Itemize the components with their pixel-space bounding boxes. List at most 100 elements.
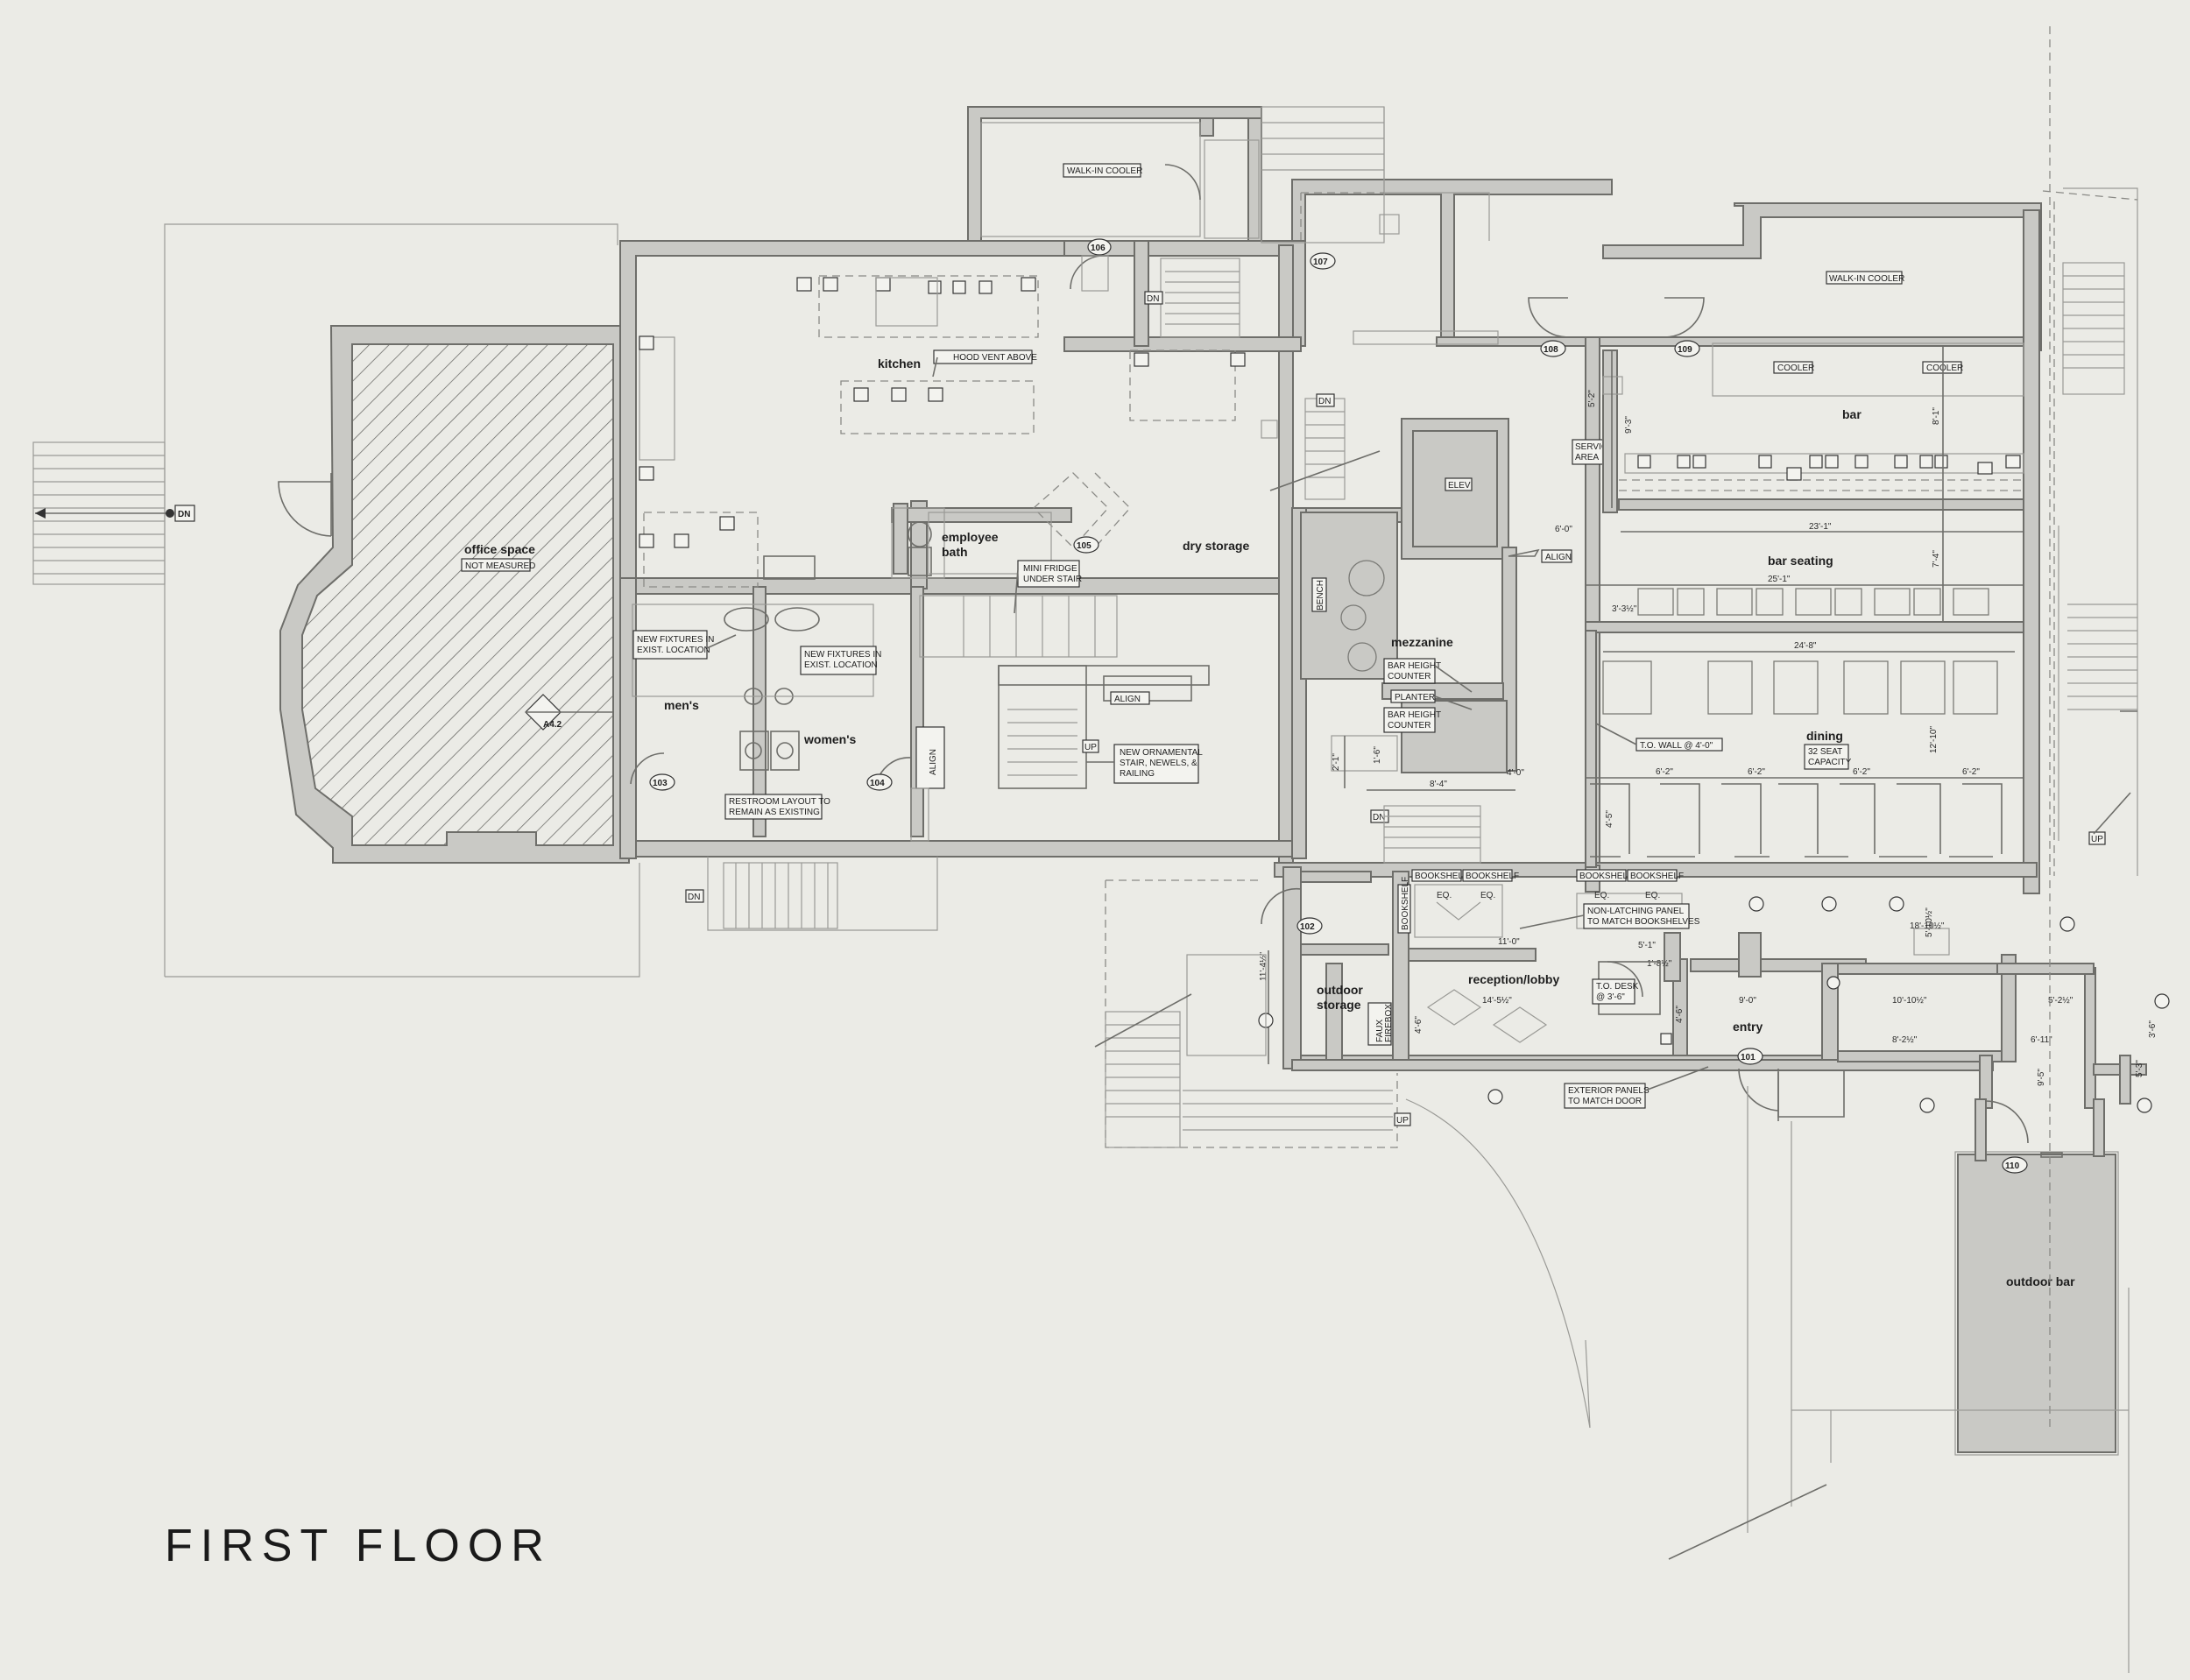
dim-9-5: 9'-5" bbox=[2037, 1069, 2046, 1086]
stair-up-right: UP bbox=[2091, 835, 2103, 844]
room-102-tag: 102 bbox=[1300, 922, 1315, 932]
bar-equipment-tags bbox=[1637, 455, 2021, 481]
elev-label: ELEV bbox=[1448, 481, 1471, 491]
dim-6-2-d: 6'-2" bbox=[1962, 767, 1980, 777]
entry-exterior-lines bbox=[1301, 1069, 1779, 1121]
planter-note: PLANTER bbox=[1395, 693, 1435, 702]
room-108-tag: 108 bbox=[1544, 345, 1558, 355]
stair-kitchen: DN bbox=[1144, 258, 1240, 338]
left-exterior: DN bbox=[32, 223, 640, 978]
lower-right-rooms: 10'-10½" 5'-2½" 8'-2½" 6'-11" 18'-10½" 5… bbox=[1748, 896, 2170, 1113]
cooler-2-label: COOLER bbox=[1926, 364, 1963, 373]
walk-in-cooler-2-label: WALK-IN COOLER bbox=[1829, 274, 1904, 284]
dim-5-10: 5'-10½" bbox=[1925, 907, 1934, 937]
dim-7-4: 7'-4" bbox=[1932, 550, 1941, 568]
mens-label: men's bbox=[664, 698, 699, 712]
bar-seating: bar seating 25'-1" 3'-3½" 24'-8" bbox=[1585, 554, 2024, 653]
room-107-tag: 107 bbox=[1313, 258, 1328, 267]
room-105-tag: 105 bbox=[1077, 541, 1091, 551]
outdoor-bar: outdoor bar 110 bbox=[1954, 1098, 2119, 1456]
eq-3: EQ. bbox=[1594, 891, 1609, 900]
room-110-tag: 110 bbox=[2005, 1161, 2020, 1171]
room-101-tag: 101 bbox=[1741, 1053, 1756, 1062]
stair-dn-kitchen: DN bbox=[1147, 294, 1159, 304]
bar-seating-label: bar seating bbox=[1768, 554, 1833, 568]
align-note-1: ALIGN bbox=[1114, 695, 1141, 704]
dim-6-2-b: 6'-2" bbox=[1748, 767, 1765, 777]
dim-23-1: 23'-1" bbox=[1809, 522, 1832, 532]
entry-label: entry bbox=[1733, 1020, 1763, 1034]
dim-11-0: 11'-0" bbox=[1498, 937, 1520, 947]
stair-dn-center: DN bbox=[1318, 397, 1331, 406]
dim-9-3: 9'-3" bbox=[1624, 416, 1634, 434]
dim-10-10: 10'-10½" bbox=[1892, 996, 1927, 1006]
office-space-label: office space bbox=[464, 542, 535, 556]
stair-center: DN bbox=[1261, 393, 1381, 500]
bookshelf-2: BOOKSHELF bbox=[1466, 872, 1519, 881]
section-ref: A4.2 bbox=[543, 720, 562, 730]
walk-in-cooler-1: WALK-IN COOLER bbox=[967, 106, 1490, 244]
eq-4: EQ. bbox=[1645, 891, 1660, 900]
dim-11-4: 11'-4½" bbox=[1259, 951, 1268, 981]
bookshelf-1: BOOKSHELF bbox=[1415, 872, 1468, 881]
dim-5-2: 5'-2" bbox=[1587, 390, 1597, 407]
dining-label: dining bbox=[1806, 729, 1843, 743]
outdoor-bar-label: outdoor bar bbox=[2006, 1274, 2075, 1288]
kitchen: kitchen HOOD VENT ABOVE bbox=[639, 275, 1246, 588]
dim-4-5: 4'-5" bbox=[1605, 810, 1614, 828]
dim-5-2-b: 5'-2½" bbox=[2048, 996, 2073, 1006]
dim-3-3: 3'-3½" bbox=[1612, 604, 1637, 614]
dim-4-6-b: 4'-6" bbox=[1675, 1006, 1685, 1023]
hood-label: HOOD VENT ABOVE bbox=[953, 353, 1037, 363]
dim-8-1: 8'-1" bbox=[1932, 407, 1941, 425]
dim-9-0: 9'-0" bbox=[1739, 996, 1756, 1006]
dim-25-1: 25'-1" bbox=[1768, 575, 1791, 584]
bookshelves: BOOKSHELF BOOKSHELF BOOKSHELF BOOKSHELF … bbox=[1397, 869, 1684, 934]
room-109-tag: 109 bbox=[1678, 345, 1692, 355]
office-note: NOT MEASURED bbox=[465, 561, 535, 571]
room-104-tag: 104 bbox=[870, 779, 885, 788]
dim-2-1: 2'-1" bbox=[1332, 753, 1341, 771]
room-103-tag: 103 bbox=[653, 779, 668, 788]
dim-5-3: 5'-3" bbox=[2135, 1060, 2144, 1077]
dim-6-2-a: 6'-2" bbox=[1656, 767, 1673, 777]
lower-left-exterior: DN bbox=[685, 857, 938, 931]
mezzanine-label: mezzanine bbox=[1391, 635, 1453, 649]
bench-label: BENCH bbox=[1316, 580, 1325, 611]
dim-5-1: 5'-1" bbox=[1638, 941, 1656, 950]
room-106: 106 bbox=[1070, 238, 1112, 292]
eq-2: EQ. bbox=[1480, 891, 1495, 900]
dim-8-2: 8'-2½" bbox=[1892, 1035, 1918, 1045]
eq-1: EQ. bbox=[1437, 891, 1452, 900]
faux-firebox-note: FAUXFIREBOX bbox=[1375, 1004, 1394, 1042]
womens-label: women's bbox=[803, 732, 857, 746]
bookshelf-3: BOOKSHELF bbox=[1579, 872, 1633, 881]
stair-dn-mezz: DN bbox=[1373, 813, 1385, 822]
dim-8-4: 8'-4" bbox=[1430, 780, 1447, 789]
room-106-tag: 106 bbox=[1091, 244, 1106, 253]
lower-exterior: UP UP bbox=[1094, 26, 2138, 1673]
walk-in-cooler-1-label: WALK-IN COOLER bbox=[1067, 166, 1142, 176]
align-note-2: ALIGN bbox=[929, 749, 938, 775]
reception-label: reception/lobby bbox=[1468, 972, 1559, 986]
kitchen-equipment-tags bbox=[639, 277, 1246, 548]
dim-6-0: 6'-0" bbox=[1555, 525, 1572, 534]
dim-4-6-a: 4'-6" bbox=[1414, 1016, 1424, 1034]
bar-label: bar bbox=[1842, 407, 1862, 421]
dim-24-8: 24'-8" bbox=[1794, 641, 1817, 651]
office-space: office space NOT MEASURED A4.2 bbox=[278, 325, 630, 864]
room-107: 107 bbox=[1300, 192, 1499, 345]
